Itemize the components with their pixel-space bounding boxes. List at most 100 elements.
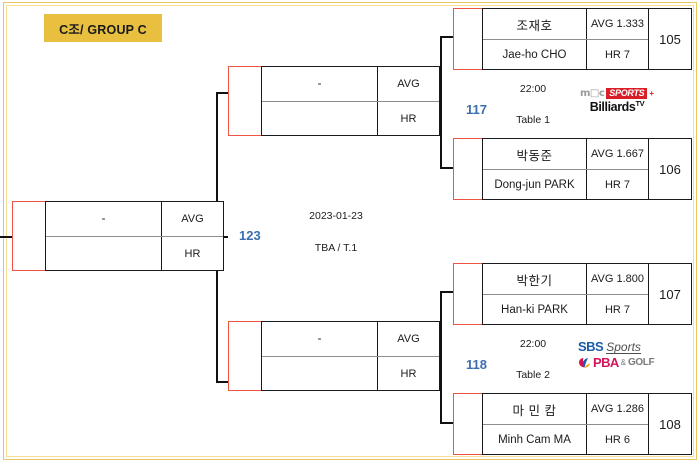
sf117-name-box: - AVG HR (261, 66, 440, 136)
sf118-hr-label: HR (377, 357, 439, 390)
final-hr-label: HR (161, 237, 223, 270)
player-106-row-kr: 박동준 AVG 1.667 (483, 139, 648, 169)
final-row-bottom: HR (46, 236, 223, 270)
sbs-sports-pba-golf-logo: SBS Sports PBA & GOLF (578, 340, 655, 370)
connector-sf117-bottom-arm (440, 167, 454, 169)
connector-final-top-arm (216, 92, 230, 94)
sf117-row-top: - AVG (262, 67, 439, 101)
billiards-tv-wordmark: BilliardsTV (580, 100, 654, 114)
player-107-seed-slot[interactable] (453, 263, 487, 325)
connector-sf117-top-arm (440, 36, 454, 38)
player-106-avg: AVG 1.667 (586, 139, 648, 169)
sf118-match-table: Table 2 (516, 369, 550, 381)
player-108-name-en: Minh Cam MA (498, 433, 571, 446)
sf117-match-number: 117 (466, 102, 487, 117)
player-107-row-en: Han-ki PARK HR 7 (483, 294, 648, 324)
player-107-name-kr: 박한기 (516, 273, 553, 288)
final-row-top: - AVG (46, 202, 223, 236)
player-105-row-en: Jae-ho CHO HR 7 (483, 39, 648, 69)
sf117-entry-card: - AVG HR (228, 66, 440, 136)
player-108-seed-number: 108 (648, 393, 692, 455)
player-card-105: 조재호 AVG 1.333 Jae-ho CHO HR 7 (453, 8, 649, 70)
player-card-107: 박한기 AVG 1.800 Han-ki PARK HR 7 (453, 263, 649, 325)
player-105-name-en: Jae-ho CHO (502, 48, 567, 61)
pba-ampersand: & (620, 357, 626, 367)
sbs-sports-word: Sports (606, 340, 641, 354)
player-105-avg: AVG 1.333 (586, 9, 648, 39)
player-108-row-kr: 마 민 캄 AVG 1.286 (483, 394, 648, 424)
mbc-sports-tag: SPORTS (606, 88, 648, 99)
connector-final-bottom-arm (216, 381, 230, 383)
player-107-hr: HR 7 (586, 295, 648, 324)
sf117-match-table: Table 1 (516, 114, 550, 126)
player-107-name-box: 박한기 AVG 1.800 Han-ki PARK HR 7 (482, 263, 649, 325)
pba-golf-word: GOLF (628, 356, 655, 368)
billiards-word: Billiards (589, 100, 636, 115)
final-name-box: - AVG HR (45, 201, 224, 271)
player-105-seed-number: 105 (648, 8, 692, 70)
sf117-name-value: - (317, 78, 322, 90)
sf117-row-bottom: HR (262, 101, 439, 135)
player-105-name-kr: 조재호 (516, 18, 553, 33)
sf118-seed-slot[interactable] (228, 321, 266, 391)
player-107-seed-number: 107 (648, 263, 692, 325)
sf117-match-time: 22:00 (519, 83, 547, 95)
pba-word: PBA (593, 355, 619, 370)
sbs-letters: SBS (578, 339, 604, 354)
sf118-match-time: 22:00 (519, 338, 547, 350)
player-card-108: 마 민 캄 AVG 1.286 Minh Cam MA HR 6 (453, 393, 649, 455)
player-108-avg: AVG 1.286 (586, 394, 648, 424)
sf118-name-box: - AVG HR (261, 321, 440, 391)
final-seed-slot[interactable] (12, 201, 50, 271)
sf117-avg-label: AVG (377, 67, 439, 101)
player-108-name-box: 마 민 캄 AVG 1.286 Minh Cam MA HR 6 (482, 393, 649, 455)
sf118-name-en-value (262, 357, 377, 390)
player-106-name-en: Dong-jun PARK (494, 178, 575, 191)
player-108-hr: HR 6 (586, 425, 648, 454)
player-106-row-en: Dong-jun PARK HR 7 (483, 169, 648, 199)
pba-golf-wordmark: PBA & GOLF (578, 355, 655, 370)
player-card-106: 박동준 AVG 1.667 Dong-jun PARK HR 7 (453, 138, 649, 200)
final-name-value: - (101, 213, 106, 225)
group-badge: C조/ GROUP C (44, 14, 162, 42)
final-name-en-value (46, 237, 161, 270)
sf118-row-bottom: HR (262, 356, 439, 390)
player-107-name-en: Han-ki PARK (501, 303, 568, 316)
player-106-name-box: 박동준 AVG 1.667 Dong-jun PARK HR 7 (482, 138, 649, 200)
player-105-hr: HR 7 (586, 40, 648, 69)
final-match-number: 123 (239, 228, 261, 243)
final-match-date: 2023-01-23 (309, 210, 363, 222)
pba-peacock-icon (578, 357, 591, 368)
sf118-name-value: - (317, 333, 322, 345)
player-108-name-kr: 마 민 캄 (512, 403, 557, 418)
sbs-sports-wordmark: SBS Sports (578, 340, 654, 354)
player-105-row-kr: 조재호 AVG 1.333 (483, 9, 648, 39)
mbc-letters: m□c (580, 87, 605, 99)
player-108-seed-slot[interactable] (453, 393, 487, 455)
sf118-row-top: - AVG (262, 322, 439, 356)
player-108-row-en: Minh Cam MA HR 6 (483, 424, 648, 454)
connector-sf118-top-arm (440, 291, 454, 293)
player-106-name-kr: 박동준 (516, 148, 553, 163)
final-avg-label: AVG (161, 202, 223, 236)
mbc-plus-mark: + (649, 88, 655, 98)
player-105-name-box: 조재호 AVG 1.333 Jae-ho CHO HR 7 (482, 8, 649, 70)
sf118-avg-label: AVG (377, 322, 439, 356)
sf117-hr-label: HR (377, 102, 439, 135)
player-106-seed-slot[interactable] (453, 138, 487, 200)
player-106-seed-number: 106 (648, 138, 692, 200)
final-match-table: TBA / T.1 (314, 242, 358, 254)
player-107-row-kr: 박한기 AVG 1.800 (483, 264, 648, 294)
player-106-hr: HR 7 (586, 170, 648, 199)
sf118-entry-card: - AVG HR (228, 321, 440, 391)
player-107-avg: AVG 1.800 (586, 264, 648, 294)
sf118-match-number: 118 (466, 357, 487, 372)
billiards-tv-suffix: TV (635, 99, 645, 108)
sf117-name-en-value (262, 102, 377, 135)
connector-left-stub (0, 236, 16, 238)
player-105-seed-slot[interactable] (453, 8, 487, 70)
connector-sf118-bottom-arm (440, 422, 454, 424)
